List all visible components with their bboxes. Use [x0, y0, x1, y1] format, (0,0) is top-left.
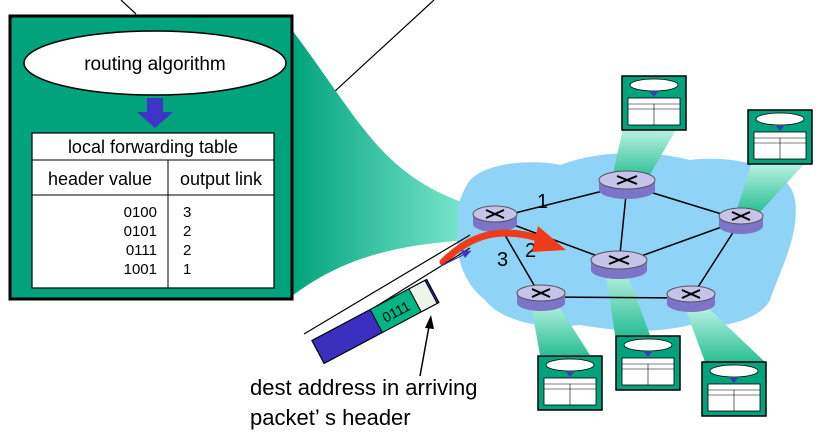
packet-direction-arrowhead-icon	[461, 250, 471, 258]
forwarding-table-rows: 0100 3 0101 2 0111 2 1001 1	[124, 204, 192, 278]
forwarding-path-arrow	[439, 229, 549, 266]
caption-arrowhead-icon	[425, 315, 434, 329]
routing-algorithm-label: routing algorithm	[84, 54, 226, 75]
beam-router-bottom-right	[684, 305, 765, 362]
beam-router-top	[612, 128, 677, 178]
router[interactable]	[598, 170, 656, 199]
incoming-link-upper	[303, 234, 471, 335]
router[interactable]	[472, 205, 518, 232]
mini-table	[747, 109, 813, 165]
router[interactable]	[516, 284, 566, 311]
routing-algorithm-ellipse	[23, 30, 287, 96]
mini-forwarding-tables	[537, 75, 813, 417]
table-cell-output-link: 1	[183, 261, 191, 278]
link-label-3: 3	[497, 249, 508, 271]
forwarding-table: local forwarding table header value outp…	[31, 132, 275, 289]
link-label-1: 1	[537, 191, 548, 213]
beam-router-middle	[605, 268, 650, 335]
forwarding-table-title: local forwarding table	[68, 137, 238, 157]
router[interactable]	[590, 250, 648, 279]
table-cell-header-value: 1001	[124, 261, 157, 278]
table-cell-output-link: 2	[183, 223, 191, 240]
table-cell-output-link: 2	[183, 242, 191, 259]
column-header-value: header value	[48, 169, 152, 189]
packet: 0111	[311, 278, 440, 365]
mini-table	[615, 335, 681, 391]
caption-line-2: packet’ s header	[250, 405, 411, 430]
router[interactable]	[666, 285, 716, 312]
mini-table	[621, 75, 687, 131]
down-arrow-shaft	[147, 98, 163, 112]
beam-router-right	[736, 162, 806, 212]
router[interactable]	[718, 207, 764, 234]
caption-pointer-line	[419, 320, 431, 377]
beam-router-bottom-left	[530, 300, 590, 355]
forwarding-arrowhead-icon	[532, 226, 566, 252]
table-cell-header-value: 0101	[124, 223, 157, 240]
link-label-2: 2	[525, 240, 536, 262]
pointer-line-top	[120, 0, 137, 15]
down-arrow-icon	[137, 112, 173, 128]
mini-table	[537, 355, 603, 411]
column-header-link: output link	[180, 169, 263, 189]
zoom-beam	[292, 30, 470, 296]
caption-line-1: dest address in arriving	[250, 375, 477, 400]
table-cell-output-link: 3	[183, 204, 191, 221]
table-cell-header-value: 0100	[124, 204, 157, 221]
mini-table	[701, 361, 767, 417]
table-cell-header-value: 0111	[126, 242, 157, 259]
